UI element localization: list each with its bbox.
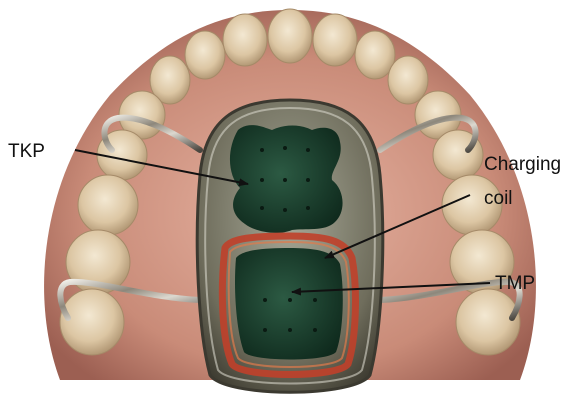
charging-coil-label-line2: coil <box>484 186 513 212</box>
tkp-label: TKP <box>8 139 45 165</box>
tmp-label: TMP <box>495 271 535 297</box>
tmp-pad <box>235 248 343 360</box>
charging-coil-label-line1: Charging <box>484 152 561 178</box>
